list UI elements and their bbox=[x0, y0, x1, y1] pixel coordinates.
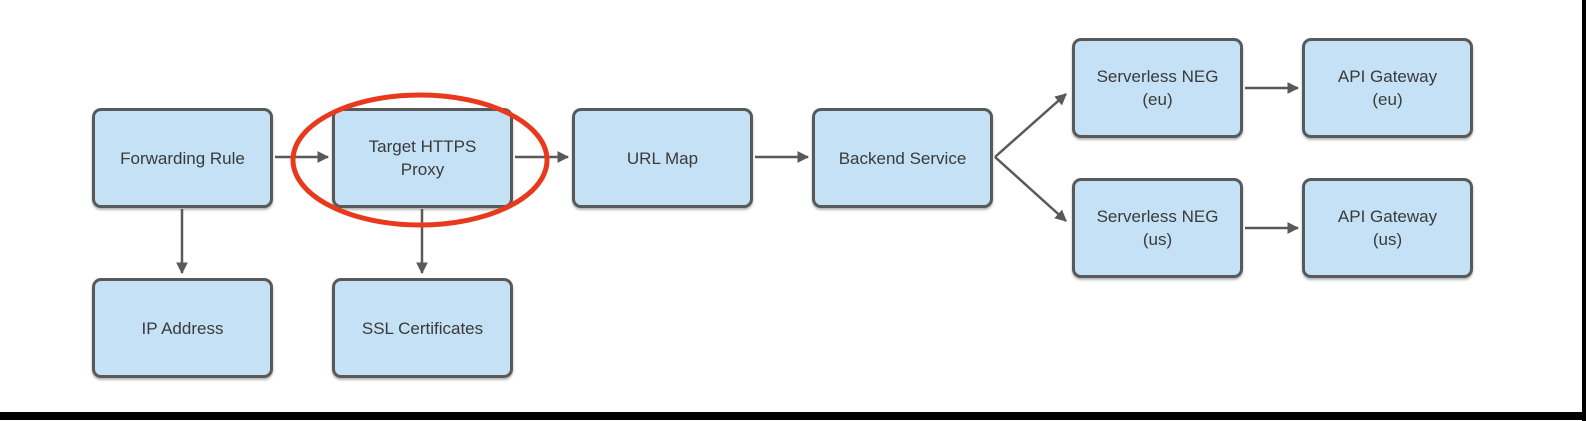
node-backend-service: Backend Service bbox=[812, 108, 993, 208]
node-label: Forwarding Rule bbox=[120, 148, 245, 168]
node-label: Target HTTPS Proxy bbox=[368, 137, 477, 179]
node-serverless-neg-eu: Serverless NEG (eu) bbox=[1072, 38, 1243, 138]
node-label: IP Address bbox=[141, 318, 224, 338]
node-api-gateway-eu: API Gateway (eu) bbox=[1302, 38, 1473, 138]
node-serverless-neg-us: Serverless NEG (us) bbox=[1072, 178, 1243, 278]
arrow-backend-service-to-serverless-neg-us bbox=[994, 156, 1067, 222]
node-ip-address: IP Address bbox=[92, 278, 273, 378]
node-label: Serverless NEG (us) bbox=[1096, 207, 1219, 249]
window-edge-right bbox=[1582, 0, 1586, 421]
node-label: API Gateway (us) bbox=[1337, 207, 1438, 249]
node-url-map: URL Map bbox=[572, 108, 753, 208]
node-ssl-certificates: SSL Certificates bbox=[332, 278, 513, 378]
node-label: Backend Service bbox=[838, 148, 967, 168]
node-target-https-proxy: Target HTTPS Proxy bbox=[332, 108, 513, 208]
arrow-backend-service-to-serverless-neg-eu bbox=[994, 93, 1067, 158]
node-label: API Gateway (eu) bbox=[1337, 67, 1438, 109]
node-label: URL Map bbox=[626, 148, 699, 168]
node-label: SSL Certificates bbox=[361, 318, 484, 338]
node-forwarding-rule: Forwarding Rule bbox=[92, 108, 273, 208]
node-api-gateway-us: API Gateway (us) bbox=[1302, 178, 1473, 278]
node-label: Serverless NEG (eu) bbox=[1096, 67, 1219, 109]
window-edge-bottom bbox=[0, 412, 1586, 420]
